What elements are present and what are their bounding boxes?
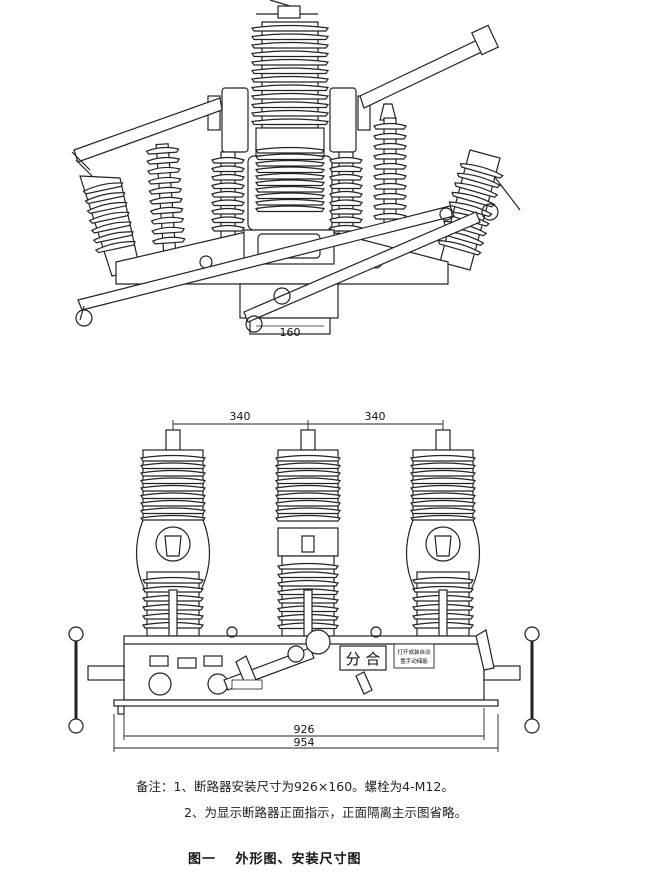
- spacing-right-label: 340: [365, 410, 386, 423]
- front-view: 340 340: [68, 410, 540, 752]
- note-line-2: 2、为显示断路器正面指示，正面隔离主示图省略。: [136, 800, 616, 826]
- open-close-indicator: 分 合: [339, 645, 387, 695]
- note-1-text: 1、断路器安装尺寸为926×160。螺栓为4-M12。: [173, 779, 454, 794]
- left-side-handle: [68, 626, 125, 734]
- pole-3: [405, 429, 481, 671]
- nameplate-line2: 置手动储能: [400, 657, 428, 665]
- breaker-housing: 分 合 打开成装自动 置手动储能: [68, 626, 540, 734]
- operating-rods: [75, 205, 481, 333]
- note-2-text: 2、为显示断路器正面指示，正面隔离主示图省略。: [184, 805, 467, 820]
- charging-port: [148, 672, 172, 696]
- pole-1: [135, 429, 211, 671]
- spacing-dimension: 340 340: [172, 410, 444, 436]
- notes-block: 备注：1、断路器安装尺寸为926×160。螺栓为4-M12。 2、为显示断路器正…: [136, 774, 616, 826]
- right-side-handle: [483, 626, 540, 734]
- figure-title: 外形图、安装尺寸图: [235, 852, 362, 867]
- note-line-1: 备注：1、断路器安装尺寸为926×160。螺栓为4-M12。: [136, 774, 616, 800]
- pole-2: [274, 429, 342, 671]
- spacing-left-label: 340: [230, 410, 251, 423]
- right-small-insulator: [329, 151, 363, 241]
- notes-prefix: 备注：: [136, 779, 174, 794]
- three-poles: [135, 429, 481, 671]
- outline-drawing: 160 340 340: [68, 0, 540, 752]
- overall-dimension-label: 954: [294, 736, 315, 749]
- open-close-label: 分 合: [346, 650, 381, 668]
- left-disconnect-arm: [71, 97, 223, 277]
- mounting-dimension-label: 926: [294, 723, 315, 736]
- right-disconnect-arm: [359, 24, 500, 229]
- left-isolator-block: [221, 87, 249, 153]
- left-small-insulator: [211, 151, 245, 241]
- top-view: 160: [71, 0, 521, 339]
- dimension-160-label: 160: [280, 326, 301, 339]
- manual-handle: [305, 629, 331, 655]
- bottom-dimensions: 926 954: [113, 708, 499, 752]
- central-insulator: [247, 0, 333, 231]
- nameplate-line1: 打开成装自动: [397, 648, 431, 656]
- figure-caption: 图一 外形图、安装尺寸图: [188, 848, 362, 867]
- right-isolator-block: [329, 87, 357, 153]
- nameplate: 打开成装自动 置手动储能: [393, 643, 435, 669]
- dimension-160: 160: [256, 325, 324, 339]
- figure-number: 图一: [188, 852, 217, 867]
